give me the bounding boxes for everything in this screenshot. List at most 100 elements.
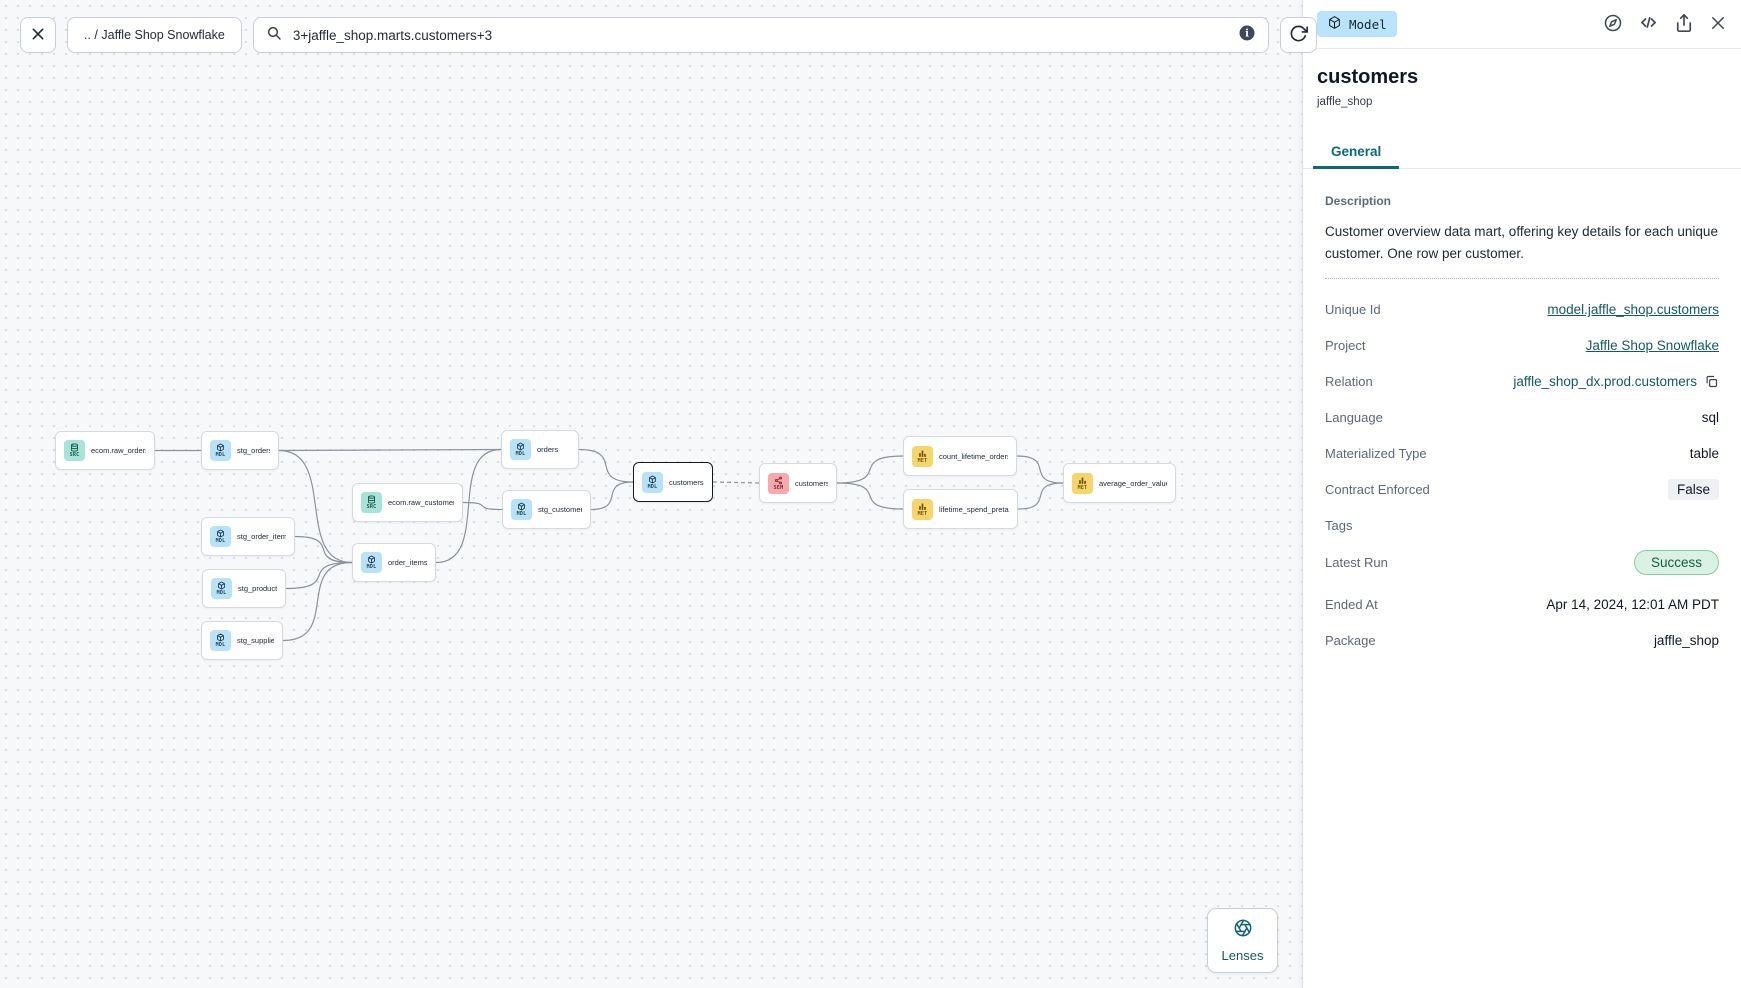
breadcrumb[interactable]: .. / Jaffle Shop Snowflake: [67, 17, 242, 53]
node-label: lifetime_spend_pretax: [939, 504, 1009, 514]
latest-run-label: Latest Run: [1325, 554, 1388, 570]
mdl-resource-icon: MDL: [642, 471, 663, 493]
panel-tabs: General: [1303, 135, 1741, 169]
resource-type-badge: Model: [1317, 11, 1397, 37]
cube-icon: [1327, 15, 1342, 33]
tab-general[interactable]: General: [1313, 135, 1400, 169]
graph-node-stg_customers[interactable]: MDL stg_customers: [502, 490, 591, 529]
project-label: Project: [1325, 338, 1366, 354]
view-code-button[interactable]: [1638, 12, 1659, 36]
node-label: stg_order_items: [237, 532, 286, 541]
edge-raw_customers-to-stg_customers: [462, 501, 503, 511]
node-label: stg_products: [238, 584, 277, 593]
graph-node-lifetime_spend_pretax[interactable]: MET lifetime_spend_pretax: [903, 489, 1018, 529]
graph-node-orders[interactable]: MDL orders: [501, 430, 579, 469]
graph-node-stg_products[interactable]: MDL stg_products: [202, 569, 286, 608]
graph-node-customers_sem[interactable]: SEM customers: [759, 463, 837, 503]
node-label: stg_orders: [237, 446, 270, 455]
selector-input[interactable]: [290, 26, 1229, 44]
refresh-button[interactable]: [1279, 17, 1317, 53]
graph-node-stg_order_items[interactable]: MDL stg_order_items: [201, 517, 295, 556]
close-icon: [1709, 14, 1727, 35]
edge-stg_order_items-to-order_items: [294, 535, 353, 564]
page-title: customers: [1317, 66, 1419, 88]
lenses-button[interactable]: Lenses: [1207, 908, 1278, 973]
explore-lineage-button[interactable]: [1603, 13, 1623, 36]
field-row-tags: Tags: [1325, 514, 1719, 538]
mdl-resource-icon: MDL: [210, 526, 231, 547]
materialized-type-value: table: [1689, 446, 1719, 462]
lineage-search-bar[interactable]: i: [252, 17, 1269, 53]
aperture-icon: [1233, 918, 1253, 943]
unique-id-link[interactable]: model.jaffle_shop.customers: [1547, 302, 1719, 318]
met-resource-icon: MET: [912, 498, 933, 520]
copy-icon[interactable]: [1704, 374, 1719, 389]
code-icon: [1638, 12, 1659, 36]
description-label: Description: [1325, 194, 1392, 208]
mdl-resource-icon: MDL: [511, 499, 532, 520]
node-label: count_lifetime_orders: [939, 451, 1008, 461]
field-row-package: Package jaffle_shop: [1325, 629, 1719, 653]
svg-text:i: i: [1245, 27, 1249, 39]
edge-orders-to-customers_model: [578, 448, 634, 483]
graph-node-customers_model[interactable]: MDL customers: [633, 462, 713, 502]
close-panel-button[interactable]: [1709, 14, 1727, 35]
node-label: stg_customers: [538, 505, 582, 514]
share-export-icon: [1674, 13, 1694, 36]
refresh-icon: [1289, 24, 1308, 46]
details-panel-header: Model: [1303, 0, 1741, 49]
lineage-edges: [155, 448, 1064, 642]
divider: [1325, 277, 1719, 279]
field-row-language: Language sql: [1325, 406, 1719, 430]
edge-stg_products-to-order_items: [285, 561, 353, 590]
edge-customers_model-to-customers_sem: [712, 481, 760, 484]
graph-node-stg_orders[interactable]: MDL stg_orders: [201, 431, 279, 470]
package-label: Package: [1325, 633, 1376, 649]
package-value: jaffle_shop: [1653, 633, 1719, 649]
language-value: sql: [1701, 410, 1719, 426]
node-label: ecom.raw_orders: [91, 446, 146, 455]
graph-node-average_order_value[interactable]: MET average_order_value: [1063, 463, 1176, 503]
description-text: Customer overview data mart, offering ke…: [1325, 224, 1718, 261]
edge-stg_orders-to-orders: [278, 448, 502, 452]
sem-resource-icon: SEM: [768, 472, 789, 494]
tags-label: Tags: [1325, 518, 1353, 534]
close-lineage-button[interactable]: [20, 17, 56, 53]
relation-label: Relation: [1325, 374, 1373, 390]
met-resource-icon: MET: [1072, 472, 1093, 494]
lenses-label: Lenses: [1221, 948, 1264, 963]
node-label: average_order_value: [1099, 478, 1167, 488]
edge-stg_supplies-to-order_items: [282, 561, 353, 642]
project-link[interactable]: Jaffle Shop Snowflake: [1585, 338, 1719, 354]
lineage-toolbar: .. / Jaffle Shop Snowflake i: [20, 17, 1317, 53]
info-icon[interactable]: i: [1238, 24, 1256, 47]
search-icon: [266, 25, 282, 46]
mdl-resource-icon: MDL: [210, 440, 231, 461]
package-subtitle: jaffle_shop: [1317, 96, 1373, 108]
mdl-resource-icon: MDL: [361, 552, 382, 573]
node-label: customers: [795, 478, 828, 488]
language-label: Language: [1325, 410, 1383, 426]
node-label: customers: [669, 477, 704, 487]
edge-count_lifetime_orders-to-average_order_value: [1016, 455, 1064, 484]
mdl-resource-icon: MDL: [211, 578, 232, 599]
node-label: orders: [537, 445, 559, 454]
ended-at-label: Ended At: [1325, 597, 1378, 613]
share-button[interactable]: [1674, 13, 1694, 36]
mdl-resource-icon: MDL: [510, 439, 531, 460]
edge-customers_sem-to-lifetime_spend_pretax: [836, 482, 904, 510]
contract-enforced-badge: False: [1667, 479, 1719, 501]
